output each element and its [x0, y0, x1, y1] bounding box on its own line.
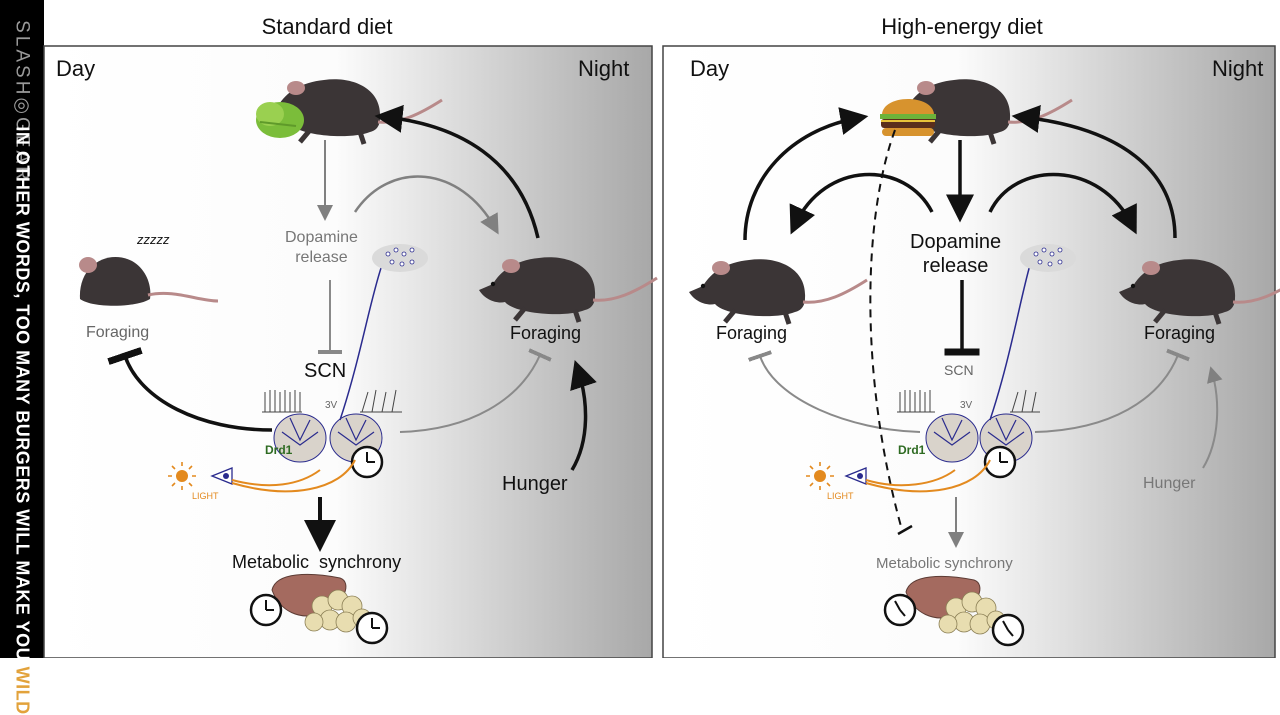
hunger-to-foraging-arrow — [1202, 366, 1223, 469]
right-panel-title: High-energy diet — [881, 14, 1043, 39]
light-pathway — [231, 459, 356, 493]
right-light-label: LIGHT — [827, 491, 854, 501]
left-3v-label: 3V — [325, 400, 338, 411]
food-disrupts-metabolism-dashed — [869, 129, 903, 531]
sleeping-mouse-icon — [79, 257, 219, 306]
right-foraging-to-food-arrow — [1011, 105, 1177, 239]
left-dopamine-label: Dopamine release — [285, 229, 358, 266]
scn-neurons-right — [897, 244, 1076, 463]
fat-clock-icon-right — [991, 613, 1025, 647]
diagram-canvas — [43, 45, 1280, 658]
dopamine-to-foraging-arrow — [353, 175, 499, 235]
liver-clock-icon — [249, 593, 283, 627]
scn-inhibits-night-foraging — [399, 348, 552, 433]
left-panel — [43, 45, 657, 658]
left-scn-label: SCN — [304, 360, 347, 382]
left-night-label: Night — [578, 56, 630, 81]
dopamine-to-left-foraging-arrow — [789, 172, 934, 235]
right-day-foraging-label: Foraging — [716, 323, 788, 343]
sleep-zzz: zzzzz — [137, 232, 170, 247]
eye-icon-right — [844, 467, 867, 485]
foraging-to-food-arrow — [374, 104, 540, 239]
eye-icon — [210, 467, 233, 485]
liver-clock-icon-right — [883, 593, 917, 627]
liver-fat-icon — [271, 573, 372, 633]
sun-icon — [168, 462, 196, 490]
left-light-label: LIGHT — [192, 491, 219, 501]
scn-inhibits-day-foraging — [107, 347, 273, 432]
mouse-eating-lettuce-icon — [256, 79, 442, 144]
scn-inhibits-night-foraging — [1034, 348, 1190, 433]
right-night-foraging-label: Foraging — [1144, 323, 1216, 343]
left-panel-title: Standard diet — [261, 14, 393, 39]
left-metabolic-label: Metabolic synchrony — [232, 552, 402, 572]
scn-inhibits-day-foraging — [747, 350, 921, 433]
right-panel — [662, 45, 1280, 658]
dashed-inhibition-bar — [897, 524, 913, 536]
sidebar: SLASH◎GEAR IN OTHER WORDS, TOO MANY BURG… — [0, 0, 44, 715]
left-hunger-label: Hunger — [502, 473, 568, 495]
right-scn-label: SCN — [944, 362, 974, 378]
right-dopamine-label: Dopamine release — [910, 231, 1002, 277]
dopamine-to-right-foraging-arrow — [988, 172, 1137, 235]
left-foraging-to-food-arrow — [743, 107, 869, 241]
fat-clock-icon — [355, 611, 389, 645]
left-day-foraging-label: Foraging — [86, 324, 150, 341]
right-3v-label: 3V — [960, 400, 973, 411]
left-night-foraging-label: Foraging — [510, 323, 582, 343]
tagline-highlight: WILD — [12, 666, 33, 715]
light-pathway-right — [865, 459, 991, 493]
sun-icon-right — [806, 462, 834, 490]
liver-fat-icon-right — [905, 575, 1006, 635]
right-drd1-label: Drd1 — [898, 443, 926, 457]
left-day-label: Day — [56, 56, 96, 81]
left-drd1-label: Drd1 — [265, 443, 293, 457]
hunger-to-foraging-arrow — [570, 360, 597, 471]
right-day-label: Day — [690, 56, 730, 81]
right-metabolic-label: Metabolic synchrony — [876, 555, 1013, 572]
clock-icon — [350, 445, 384, 479]
right-night-label: Night — [1212, 56, 1264, 81]
right-hunger-label: Hunger — [1143, 475, 1196, 492]
